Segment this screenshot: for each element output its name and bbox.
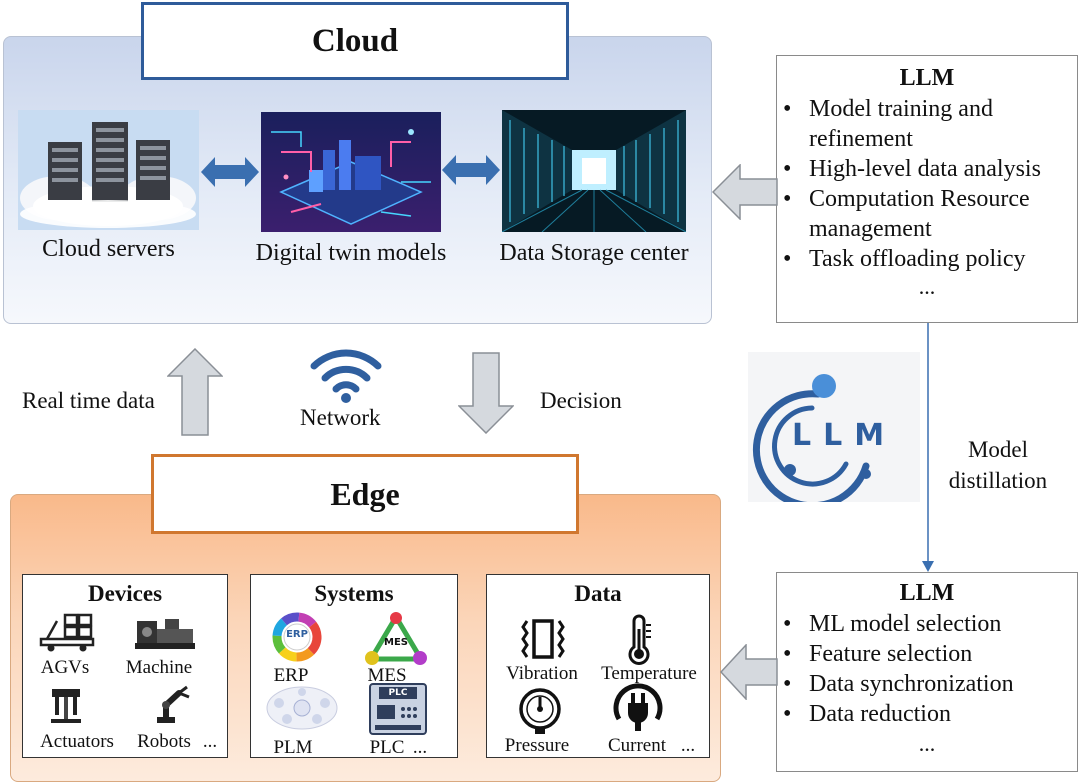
llm-logo-text: LLM — [792, 418, 897, 453]
devices-ellipsis: ... — [202, 731, 218, 752]
pressure-label: Pressure — [504, 735, 570, 756]
digital-twin-image — [261, 112, 441, 232]
devices-box: Devices AGVs Machine Actuators Robots ..… — [22, 574, 228, 758]
plc-label: PLC — [369, 737, 405, 758]
data-title: Data — [574, 581, 622, 606]
llm-edge-ellipsis: ... — [918, 731, 936, 756]
pressure-gauge-icon — [517, 685, 563, 735]
left-arrow-icon — [719, 643, 778, 701]
list-item: Computation Resource management — [777, 184, 1059, 244]
actuator-icon — [49, 687, 83, 725]
current-plug-icon — [611, 683, 665, 735]
llm-cloud-ellipsis: ... — [918, 274, 936, 299]
data-ellipsis: ... — [680, 735, 696, 756]
llm-edge-box: LLM ML model selection Feature selection… — [776, 572, 1078, 772]
robot-arm-icon — [151, 683, 193, 725]
down-arrow-icon — [457, 352, 515, 435]
bidirectional-arrow-icon — [201, 155, 259, 189]
list-item: Data synchronization — [777, 669, 1077, 699]
model-distillation-label: Model distillation — [938, 434, 1058, 496]
llm-logo: LLM — [748, 352, 920, 502]
wifi-icon — [310, 342, 382, 404]
robots-label: Robots — [137, 731, 191, 752]
model-distillation-line2: distillation — [948, 468, 1048, 493]
plc-icon-text: PLC — [388, 688, 408, 698]
cloud-servers-image — [18, 110, 199, 230]
plm-icon — [265, 685, 339, 731]
data-box: Data Vibration Temperature — [486, 574, 710, 758]
left-arrow-icon — [711, 163, 778, 221]
network-label: Network — [300, 405, 381, 430]
systems-title: Systems — [314, 581, 394, 606]
erp-label: ERP — [273, 665, 309, 686]
current-label: Current — [607, 735, 667, 756]
vibration-label: Vibration — [506, 663, 578, 684]
distillation-line — [920, 323, 936, 573]
llm-edge-list: ML model selection Feature selection Dat… — [777, 609, 1077, 729]
plm-label: PLM — [273, 737, 313, 758]
devices-title: Devices — [87, 581, 163, 606]
list-item: Feature selection — [777, 639, 1077, 669]
machine-icon — [135, 615, 195, 651]
list-item: Data reduction — [777, 699, 1077, 729]
temperature-label: Temperature — [601, 663, 697, 684]
thermometer-icon — [623, 613, 655, 665]
llm-cloud-list: Model training and refinement High-level… — [777, 94, 1077, 274]
erp-icon: ERP — [271, 611, 323, 663]
bidirectional-arrow-icon — [442, 153, 500, 187]
mes-icon-text: MES — [384, 637, 408, 648]
agv-icon — [37, 613, 97, 653]
list-item: High-level data analysis — [777, 154, 1077, 184]
llm-edge-title: LLM — [899, 580, 955, 606]
decision-label: Decision — [540, 388, 622, 413]
data-storage-label: Data Storage center — [499, 240, 689, 266]
systems-ellipsis: ... — [412, 737, 428, 758]
plc-icon: PLC — [369, 683, 427, 735]
data-storage-image — [502, 110, 686, 232]
cloud-title: Cloud — [141, 2, 569, 80]
llm-cloud-box: LLM Model training and refinement High-l… — [776, 55, 1078, 323]
erp-icon-text: ERP — [286, 629, 308, 640]
list-item: Task offloading policy — [777, 244, 1077, 274]
agvs-label: AGVs — [40, 657, 90, 678]
llm-cloud-title: LLM — [899, 65, 955, 91]
mes-label: MES — [367, 665, 407, 686]
edge-title: Edge — [151, 454, 579, 534]
mes-icon: MES — [363, 611, 429, 667]
machine-label: Machine — [125, 657, 193, 678]
vibration-icon — [517, 617, 569, 661]
actuators-label: Actuators — [40, 731, 114, 752]
up-arrow-icon — [166, 347, 224, 436]
model-distillation-line1: Model — [967, 437, 1029, 462]
digital-twin-label: Digital twin models — [255, 240, 447, 266]
list-item: ML model selection — [777, 609, 1077, 639]
list-item: Model training and refinement — [777, 94, 1039, 154]
cloud-servers-label: Cloud servers — [42, 236, 175, 262]
systems-box: Systems ERP MES ERP MES — [250, 574, 458, 758]
real-time-data-label: Real time data — [22, 388, 155, 413]
